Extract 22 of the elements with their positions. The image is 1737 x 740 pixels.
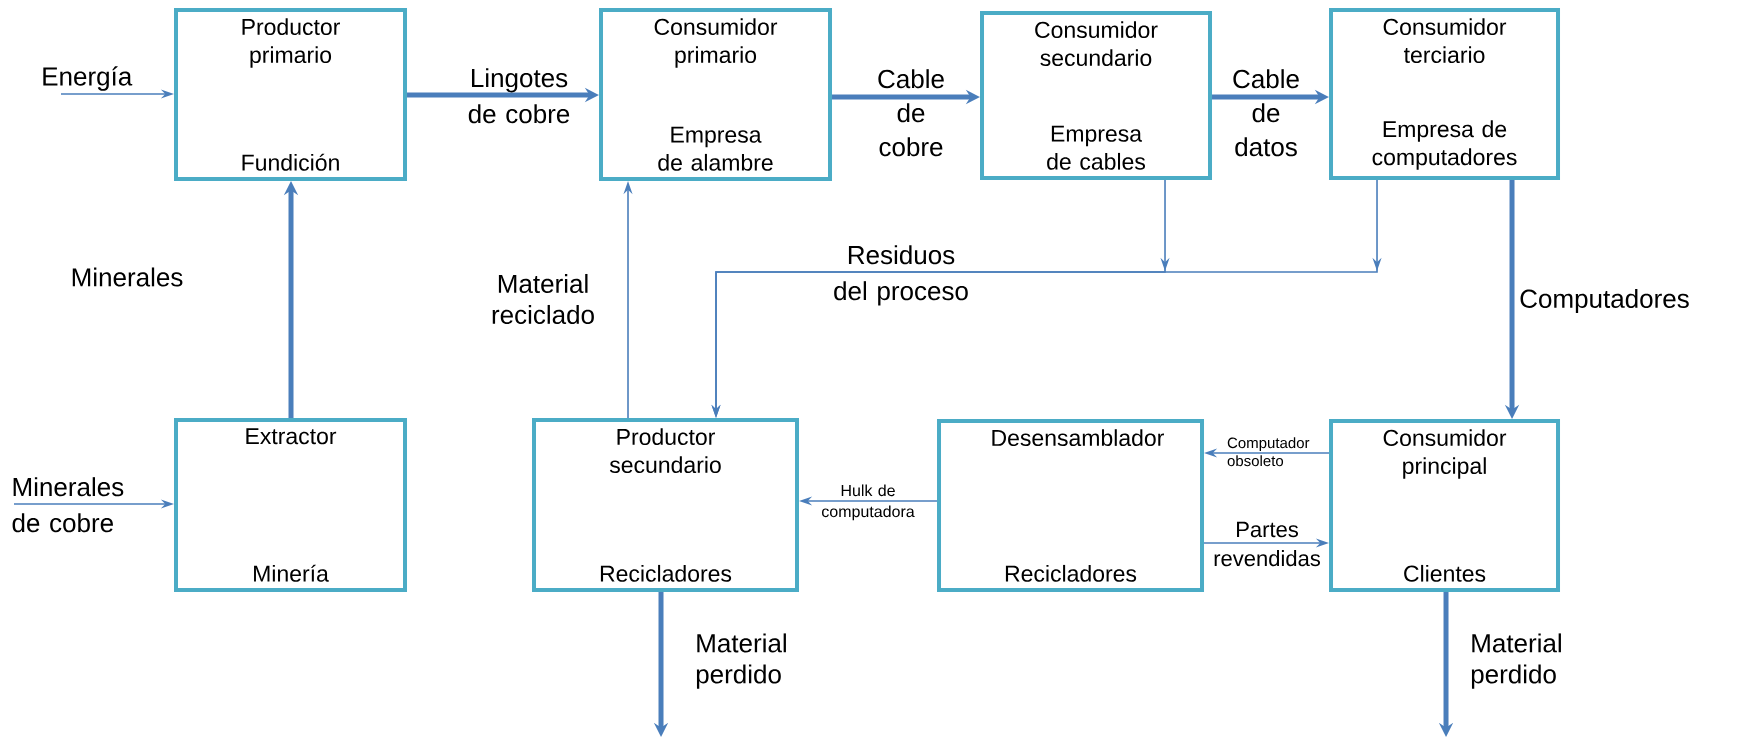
edge-label: Material perdido (696, 633, 786, 689)
edge-label: Computadores (1520, 288, 1689, 314)
edge-label: Energía (43, 66, 133, 91)
edge-label: Lingotes de cobre (468, 68, 570, 124)
process-box: Extractor Minería (174, 418, 407, 592)
edge-label: Minerales de cobre (12, 477, 124, 533)
edge-label: Computador obsoleto (1227, 437, 1310, 467)
edge-label: Residuos del proceso (834, 245, 968, 306)
process-box: Desensamblador Recicladores (937, 419, 1204, 592)
process-box: Consumidor secundario Empresa de cables (980, 11, 1212, 180)
edge-label: Hulk de computadora (822, 484, 915, 521)
process-box: Productor primario Fundición (174, 8, 407, 181)
process-box: Productor secundario Recicladores (532, 418, 799, 592)
edge-label: Partes revendidas (1214, 521, 1320, 567)
edge-label: Minerales (72, 267, 183, 287)
edge-label: Cable de datos (1233, 69, 1299, 157)
process-box: Consumidor terciario Empresa de computadores (1329, 8, 1560, 180)
edge-label: Cable de cobre (878, 69, 944, 157)
edge-label: Material perdido (1471, 633, 1561, 689)
edge-label: Material reciclado (492, 273, 594, 325)
process-box: Consumidor principal Clientes (1329, 419, 1560, 592)
process-box: Consumidor primario Empresa de alambre (599, 8, 832, 181)
